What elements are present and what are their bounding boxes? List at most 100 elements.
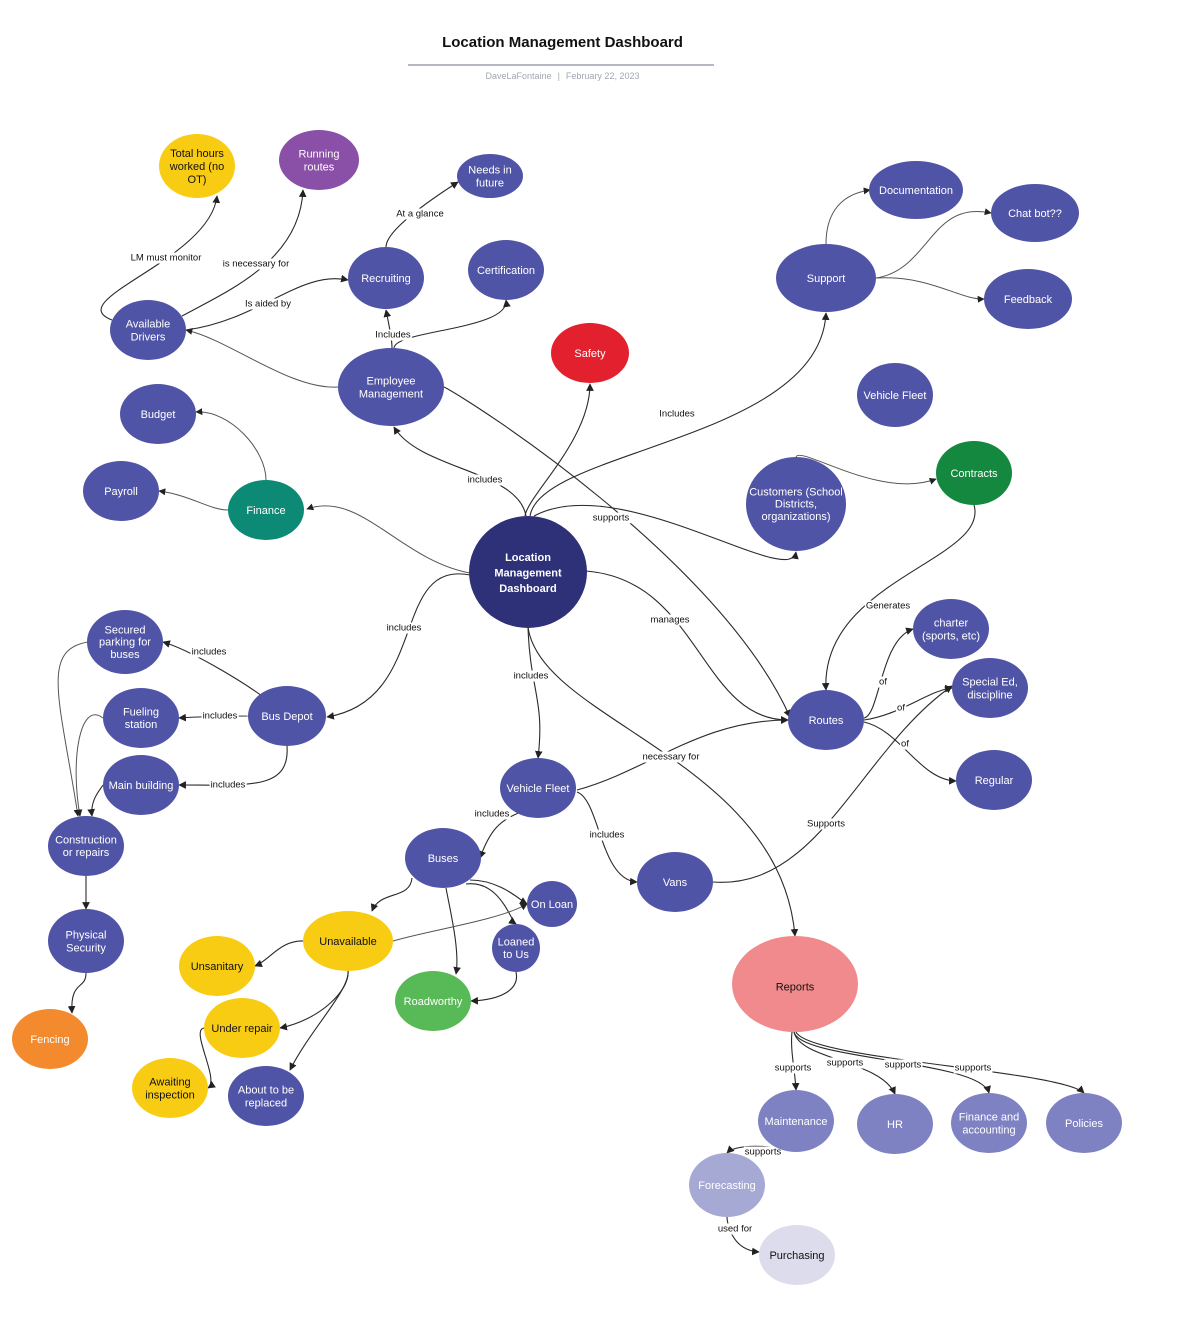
node-regular[interactable]: Regular — [956, 750, 1032, 810]
node-shape[interactable] — [468, 240, 544, 300]
node-shape[interactable] — [48, 909, 124, 973]
edge-fleet-routes — [576, 716, 789, 791]
node-finance[interactable]: Finance — [228, 480, 304, 540]
node-on-loan[interactable]: On Loan — [527, 881, 577, 927]
node-shape[interactable] — [857, 1094, 933, 1154]
node-unsanitary[interactable]: Unsanitary — [179, 936, 255, 996]
node-shape[interactable] — [159, 134, 235, 198]
node-documentation[interactable]: Documentation — [869, 161, 963, 219]
node-shape[interactable] — [120, 384, 196, 444]
node-contracts[interactable]: Contracts — [936, 441, 1012, 505]
node-routes[interactable]: Routes — [788, 690, 864, 750]
node-shape[interactable] — [179, 936, 255, 996]
node-shape[interactable] — [103, 688, 179, 748]
node-main-building[interactable]: Main building — [103, 755, 179, 815]
node-shape[interactable] — [492, 924, 540, 972]
node-shape[interactable] — [913, 599, 989, 659]
node-shape[interactable] — [12, 1009, 88, 1069]
node-shape[interactable] — [132, 1058, 208, 1118]
node-buses[interactable]: Buses — [405, 828, 481, 888]
node-special-ed[interactable]: Special Ed,discipline — [952, 658, 1028, 718]
node-shape[interactable] — [857, 363, 933, 427]
node-budget[interactable]: Budget — [120, 384, 196, 444]
node-policies[interactable]: Policies — [1046, 1093, 1122, 1153]
node-shape[interactable] — [204, 998, 280, 1058]
node-unavailable[interactable]: Unavailable — [303, 911, 393, 971]
edge-label-background — [900, 738, 911, 750]
node-shape[interactable] — [103, 755, 179, 815]
node-hr[interactable]: HR — [857, 1094, 933, 1154]
node-shape[interactable] — [746, 457, 846, 551]
node-shape[interactable] — [788, 690, 864, 750]
node-shape[interactable] — [348, 247, 424, 309]
node-shape[interactable] — [303, 911, 393, 971]
node-under-repair[interactable]: Under repair — [204, 998, 280, 1058]
node-shape[interactable] — [951, 1093, 1027, 1153]
node-support[interactable]: Support — [776, 244, 876, 312]
node-shape[interactable] — [338, 348, 444, 426]
node-shape[interactable] — [110, 300, 186, 360]
node-shape[interactable] — [869, 161, 963, 219]
node-shape[interactable] — [405, 828, 481, 888]
node-shape[interactable] — [758, 1090, 834, 1152]
node-shape[interactable] — [984, 269, 1072, 329]
node-feedback[interactable]: Feedback — [984, 269, 1072, 329]
node-certification[interactable]: Certification — [468, 240, 544, 300]
node-shape[interactable] — [228, 480, 304, 540]
node-shape[interactable] — [637, 852, 713, 912]
node-shape[interactable] — [87, 610, 163, 674]
node-recruiting[interactable]: Recruiting — [348, 247, 424, 309]
node-vans[interactable]: Vans — [637, 852, 713, 912]
node-shape[interactable] — [228, 1066, 304, 1126]
node-label: Buses — [428, 853, 459, 865]
node-shape[interactable] — [1046, 1093, 1122, 1153]
node-purchasing[interactable]: Purchasing — [759, 1225, 835, 1285]
node-shape[interactable] — [689, 1153, 765, 1217]
node-reports[interactable]: Reports — [732, 936, 858, 1032]
node-shape[interactable] — [936, 441, 1012, 505]
node-payroll[interactable]: Payroll — [83, 461, 159, 521]
node-shape[interactable] — [395, 971, 471, 1031]
node-vehicle-fleet-top[interactable]: Vehicle Fleet — [857, 363, 933, 427]
node-chatbot[interactable]: Chat bot?? — [991, 184, 1079, 242]
node-vehicle-fleet[interactable]: Vehicle Fleet — [500, 758, 576, 818]
node-fencing[interactable]: Fencing — [12, 1009, 88, 1069]
node-roadworthy[interactable]: Roadworthy — [395, 971, 471, 1031]
node-shape[interactable] — [279, 130, 359, 190]
node-shape[interactable] — [469, 516, 587, 628]
node-shape[interactable] — [991, 184, 1079, 242]
node-shape[interactable] — [732, 936, 858, 1032]
node-shape[interactable] — [952, 658, 1028, 718]
node-forecasting[interactable]: Forecasting — [689, 1153, 765, 1217]
node-shape[interactable] — [500, 758, 576, 818]
node-shape[interactable] — [956, 750, 1032, 810]
node-bus-depot[interactable]: Bus Depot — [248, 686, 326, 746]
node-shape[interactable] — [759, 1225, 835, 1285]
node-shape[interactable] — [248, 686, 326, 746]
node-shape[interactable] — [48, 816, 124, 876]
node-shape[interactable] — [776, 244, 876, 312]
node-shape[interactable] — [457, 154, 523, 198]
node-shape[interactable] — [83, 461, 159, 521]
node-safety[interactable]: Safety — [551, 323, 629, 383]
node-charter[interactable]: charter(sports, etc) — [913, 599, 989, 659]
node-shape[interactable] — [527, 881, 577, 927]
edge-lmd-routes — [585, 570, 789, 724]
node-shape[interactable] — [551, 323, 629, 383]
node-maintenance[interactable]: Maintenance — [758, 1090, 834, 1152]
